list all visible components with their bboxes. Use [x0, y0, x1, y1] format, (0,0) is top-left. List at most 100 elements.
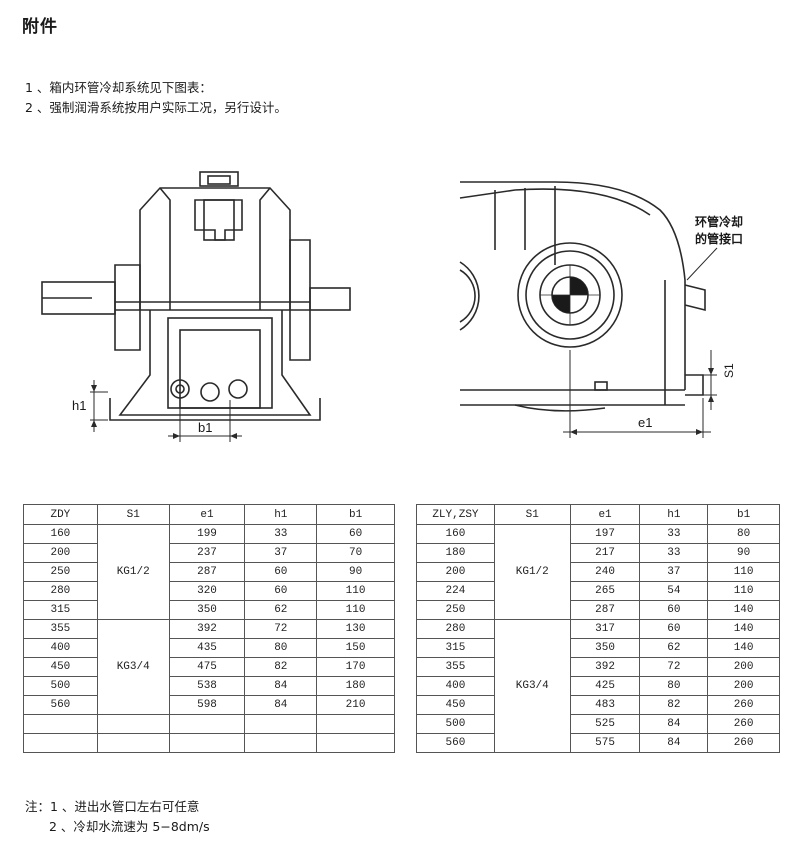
cell-s1	[96, 714, 170, 734]
cell-b1: 110	[707, 562, 780, 582]
dim-s1-label: S1	[722, 363, 736, 378]
cell-model: 280	[23, 581, 98, 601]
cell-b1: 140	[707, 600, 780, 620]
coolant-port-callout: 环管冷却 的管接口	[695, 214, 743, 248]
cell-h1: 54	[639, 581, 709, 601]
cell-h1: 84	[639, 733, 709, 753]
table-header-row: ZDY S1 e1 h1 b1	[23, 504, 395, 525]
cell-e1: 320	[168, 581, 246, 601]
cell-b1: 180	[316, 676, 395, 696]
cell-b1: 130	[316, 619, 395, 639]
cell-s1: KG1/2	[493, 524, 571, 620]
cell-b1: 200	[707, 676, 780, 696]
cell-b1: 140	[707, 638, 780, 658]
cell-e1: 598	[168, 695, 246, 715]
cell-model: 200	[416, 562, 495, 582]
cell-h1: 80	[639, 676, 709, 696]
cell-h1: 60	[639, 619, 709, 639]
cell-s1	[96, 733, 170, 753]
cell-h1: 33	[244, 524, 318, 544]
cell-model: 450	[416, 695, 495, 715]
cell-h1: 37	[244, 543, 318, 563]
cell-model	[23, 714, 98, 734]
cell-model: 250	[416, 600, 495, 620]
notes: 注：1 、进出水管口左右可任意 2 、冷却水流速为 5−8dm/s	[25, 797, 210, 837]
cell-h1: 72	[244, 619, 318, 639]
cell-e1: 199	[168, 524, 246, 544]
cell-e1: 317	[569, 619, 641, 639]
cell-e1: 265	[569, 581, 641, 601]
front-view-svg: h1 b1	[41, 171, 351, 442]
cell-model: 560	[416, 733, 495, 753]
cell-model: 160	[416, 524, 495, 544]
cell-e1: 575	[569, 733, 641, 753]
cell-h1: 84	[639, 714, 709, 734]
cell-model: 224	[416, 581, 495, 601]
cell-b1: 80	[707, 524, 780, 544]
cell-h1: 82	[244, 657, 318, 677]
cell-b1: 140	[707, 619, 780, 639]
cell-b1: 110	[316, 581, 395, 601]
front-view-drawing: h1 b1	[20, 170, 360, 450]
cell-b1	[316, 714, 395, 734]
side-view-drawing: S1 e1 环管冷却 的管接口	[455, 170, 755, 450]
cell-b1: 200	[707, 657, 780, 677]
cell-model: 315	[23, 600, 98, 620]
cell-h1: 82	[639, 695, 709, 715]
cell-e1: 392	[168, 619, 246, 639]
cell-b1: 210	[316, 695, 395, 715]
dim-h1-label: h1	[72, 398, 86, 413]
header-h1: h1	[639, 504, 709, 525]
cell-e1: 217	[569, 543, 641, 563]
cell-h1: 60	[244, 562, 318, 582]
header-e1: e1	[569, 504, 641, 525]
header-b1: b1	[707, 504, 780, 525]
cell-b1: 260	[707, 695, 780, 715]
header-model: ZDY	[23, 504, 98, 525]
cell-model: 560	[23, 695, 98, 715]
cell-h1: 33	[639, 543, 709, 563]
side-view-svg: S1 e1	[459, 181, 736, 438]
note-line-1: 注：1 、进出水管口左右可任意	[25, 799, 200, 814]
cell-s1: KG1/2	[96, 524, 170, 620]
header-h1: h1	[244, 504, 318, 525]
cell-e1: 392	[569, 657, 641, 677]
cell-e1: 240	[569, 562, 641, 582]
cell-h1: 72	[639, 657, 709, 677]
cell-e1: 525	[569, 714, 641, 734]
cell-e1: 483	[569, 695, 641, 715]
cell-b1: 110	[707, 581, 780, 601]
cell-e1: 287	[168, 562, 246, 582]
dim-e1-label: e1	[638, 415, 652, 430]
cell-h1: 60	[639, 600, 709, 620]
intro-line-1: 1 、箱内环管冷却系统见下图表：	[25, 80, 212, 95]
cell-b1	[316, 733, 395, 753]
cell-b1: 150	[316, 638, 395, 658]
table-row	[23, 714, 395, 734]
cell-h1: 80	[244, 638, 318, 658]
cell-b1: 170	[316, 657, 395, 677]
cell-e1: 237	[168, 543, 246, 563]
cell-e1: 197	[569, 524, 641, 544]
cell-b1: 90	[707, 543, 780, 563]
cell-model: 200	[23, 543, 98, 563]
cell-model: 500	[416, 714, 495, 734]
cell-h1: 62	[244, 600, 318, 620]
cell-b1: 260	[707, 733, 780, 753]
cell-h1: 84	[244, 676, 318, 696]
header-model: ZLY,ZSY	[416, 504, 495, 525]
cell-model: 280	[416, 619, 495, 639]
cell-h1: 37	[639, 562, 709, 582]
